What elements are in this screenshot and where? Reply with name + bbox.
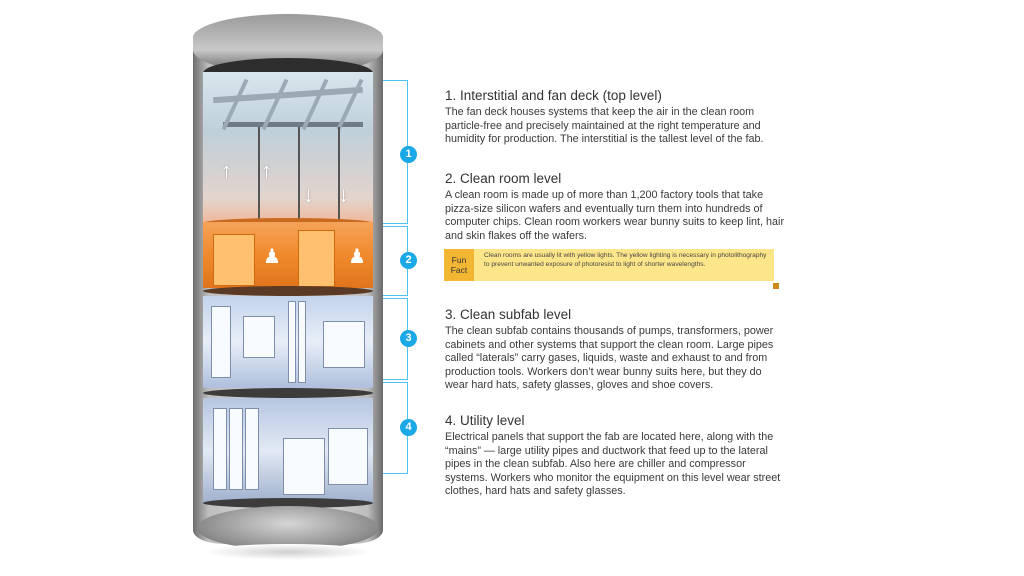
chiller-cabinet: [283, 438, 325, 495]
level-clean-room-illustration: ♟ ♟: [203, 222, 373, 288]
section-level-3: 3. Clean subfab level The clean subfab c…: [445, 307, 785, 393]
arrow-up-icon: ↑: [221, 158, 232, 183]
pipe-equipment: [288, 301, 296, 383]
pipe-equipment: [298, 301, 306, 383]
worker-icon: ♟: [348, 246, 366, 268]
column: [258, 127, 260, 222]
duct-equipment: [245, 408, 259, 490]
section-title: 2. Clean room level: [445, 171, 562, 186]
section-body: The clean subfab contains thousands of p…: [445, 325, 774, 392]
fun-fact-corner-marker: [773, 283, 779, 289]
arrow-up-icon: ↑: [261, 158, 272, 183]
fab-cylinder-illustration: ↑ ↑ ↓ ↓ ♟ ♟: [193, 14, 383, 560]
badge-level-3: 3: [400, 330, 417, 347]
level-fan-deck-illustration: ↑ ↑ ↓ ↓: [203, 72, 373, 222]
badge-level-4: 4: [400, 419, 417, 436]
section-level-4: 4. Utility level Electrical panels that …: [445, 413, 785, 499]
cabinet-equipment: [323, 321, 365, 368]
level-utility-illustration: [203, 398, 373, 504]
section-level-2: 2. Clean room level A clean room is made…: [445, 171, 785, 243]
tool-box: [213, 234, 255, 286]
section-body: Electrical panels that support the fab a…: [445, 431, 781, 498]
tool-box: [298, 230, 335, 287]
badge-level-1: 1: [400, 146, 417, 163]
cylinder-base: [197, 506, 379, 550]
section-title: 1. Interstitial and fan deck (top level): [445, 88, 662, 103]
section-body: The fan deck houses systems that keep th…: [445, 106, 764, 146]
fun-fact-text: Clean rooms are usually lit with yellow …: [484, 252, 767, 268]
fun-fact-label-line2: Fact: [450, 265, 468, 275]
badge-level-2: 2: [400, 252, 417, 269]
worker-icon: ♟: [263, 246, 281, 268]
column: [298, 127, 300, 222]
floor-divider: [203, 388, 373, 398]
arrow-down-icon: ↓: [303, 182, 314, 207]
section-body: A clean room is made up of more than 1,2…: [445, 189, 785, 242]
column: [338, 127, 340, 222]
floor-divider: [203, 498, 373, 508]
floor-divider: [203, 286, 373, 296]
level-subfab-illustration: [203, 296, 373, 388]
pipe-equipment: [211, 306, 231, 378]
section-title: 4. Utility level: [445, 413, 525, 428]
duct-equipment: [213, 408, 227, 490]
fun-fact-label-line1: Fun: [451, 255, 467, 265]
duct-equipment: [229, 408, 243, 490]
cylinder-shadow: [203, 544, 373, 560]
pump-equipment: [243, 316, 275, 358]
compressor-cabinet: [328, 428, 368, 485]
truss-beam: [223, 122, 363, 127]
section-title: 3. Clean subfab level: [445, 307, 572, 322]
section-level-1: 1. Interstitial and fan deck (top level)…: [445, 88, 785, 147]
arrow-down-icon: ↓: [338, 182, 349, 207]
